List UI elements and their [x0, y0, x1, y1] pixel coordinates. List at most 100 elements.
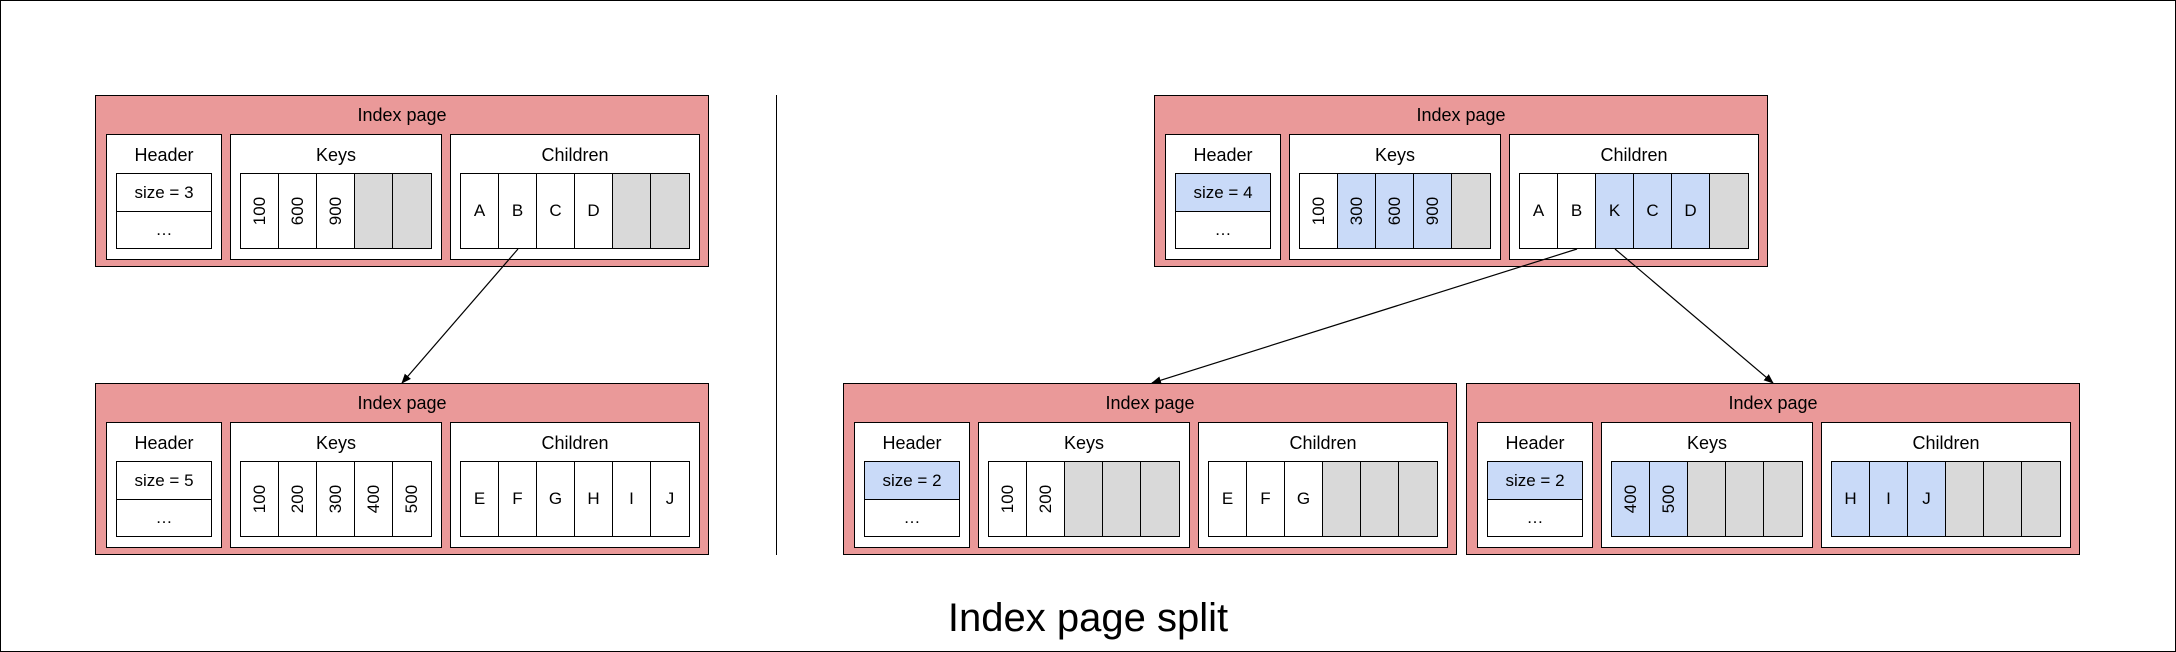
- key-cell: 900: [1414, 174, 1452, 248]
- child-pointer-cell: [613, 174, 651, 248]
- child-pointer-cell: [1361, 462, 1399, 536]
- header-section: Header size = 2 …: [1477, 422, 1593, 548]
- keys-label: Keys: [1686, 433, 1728, 453]
- arrow-b-to-left-child: [1151, 248, 1578, 385]
- key-cell: 900: [317, 174, 355, 248]
- header-label: Header: [134, 145, 194, 165]
- child-pointer-cell: C: [537, 174, 575, 248]
- child-pointer-cell: [1710, 174, 1748, 248]
- child-pointer-cell: A: [461, 174, 499, 248]
- header-label: Header: [1193, 145, 1253, 165]
- child-label: H: [587, 489, 600, 508]
- child-label: C: [1646, 201, 1659, 220]
- child-label: I: [629, 489, 634, 508]
- child-label: E: [473, 489, 486, 508]
- key-cell: 600: [279, 174, 317, 248]
- child-label: A: [473, 201, 486, 220]
- child-label: K: [1608, 201, 1621, 220]
- key-cell: 100: [241, 462, 279, 536]
- key-cell: [393, 174, 431, 248]
- header-box: size = 5 …: [116, 461, 212, 537]
- size-field: size = 3: [117, 174, 211, 212]
- page-title: Index page: [1728, 393, 1818, 413]
- header-label: Header: [134, 433, 194, 453]
- child-pointer-cell: H: [1832, 462, 1870, 536]
- child-pointer-cell: B: [499, 174, 537, 248]
- key-cell: [1726, 462, 1764, 536]
- key-cell: [355, 174, 393, 248]
- child-label: F: [1260, 489, 1271, 508]
- child-pointer-cell: D: [575, 174, 613, 248]
- child-label: E: [1221, 489, 1234, 508]
- child-pointer-cell: [651, 174, 689, 248]
- key-cell: [1688, 462, 1726, 536]
- keys-label: Keys: [1374, 145, 1416, 165]
- key-cell: 500: [1650, 462, 1688, 536]
- child-pointer-cell: G: [1285, 462, 1323, 536]
- child-pointer-cell: J: [651, 462, 689, 536]
- key-cell: [1452, 174, 1490, 248]
- child-pointer-cell: I: [613, 462, 651, 536]
- child-label: B: [511, 201, 524, 220]
- header-box: size = 2 …: [1487, 461, 1583, 537]
- header-section: Header size = 4 …: [1165, 134, 1281, 260]
- child-label: D: [587, 201, 600, 220]
- child-pointer-cell: K: [1596, 174, 1634, 248]
- child-label: F: [512, 489, 523, 508]
- child-pointer-cell: [1946, 462, 1984, 536]
- header-ellipsis: …: [155, 220, 173, 239]
- children-label: Children: [1912, 433, 1980, 453]
- header-ellipsis: …: [1214, 220, 1232, 239]
- child-label: A: [1532, 201, 1545, 220]
- children-label: Children: [1600, 145, 1668, 165]
- child-label: I: [1886, 489, 1891, 508]
- arrow-b-to-child: [401, 248, 519, 384]
- arrow-k-to-right-child: [1614, 248, 1774, 384]
- children-label: Children: [1289, 433, 1357, 453]
- keys-label: Keys: [315, 433, 357, 453]
- key-cell: 500: [393, 462, 431, 536]
- page-title: Index page: [357, 105, 447, 125]
- header-label: Header: [882, 433, 942, 453]
- header-box: size = 2 …: [864, 461, 960, 537]
- child-label: G: [548, 489, 563, 508]
- before-after-divider: [776, 95, 777, 555]
- child-pointer-cell: G: [537, 462, 575, 536]
- children-label: Children: [541, 433, 609, 453]
- child-label: G: [1296, 489, 1311, 508]
- child-pointer-cell: [1984, 462, 2022, 536]
- size-field: size = 2: [1488, 462, 1582, 500]
- child-pointer-cell: J: [1908, 462, 1946, 536]
- child-pointer-cell: [2022, 462, 2060, 536]
- child-pointer-cell: A: [1520, 174, 1558, 248]
- child-pointer-cell: H: [575, 462, 613, 536]
- child-label: B: [1570, 201, 1583, 220]
- key-cell: 100: [241, 174, 279, 248]
- size-field: size = 5: [117, 462, 211, 500]
- page-title: Index page: [1105, 393, 1195, 413]
- child-pointer-cell: D: [1672, 174, 1710, 248]
- keys-label: Keys: [315, 145, 357, 165]
- key-cell: 300: [317, 462, 355, 536]
- child-pointer-cell: E: [1209, 462, 1247, 536]
- header-section: Header size = 3 …: [106, 134, 222, 260]
- page-title: Index page: [1416, 105, 1506, 125]
